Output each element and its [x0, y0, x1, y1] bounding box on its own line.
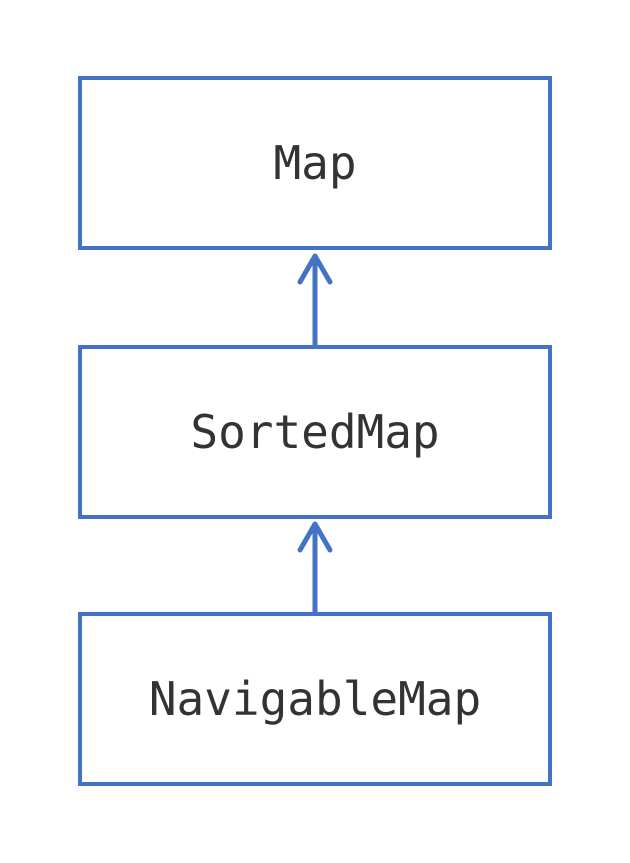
edge-navigablemap-to-sortedmap [297, 521, 333, 612]
node-map: Map [78, 76, 552, 250]
node-label: Map [273, 136, 357, 190]
node-sorted-map: SortedMap [78, 345, 552, 519]
arrowhead-icon [297, 253, 333, 285]
node-label: SortedMap [190, 405, 440, 459]
node-navigable-map: NavigableMap [78, 612, 552, 786]
node-label: NavigableMap [148, 672, 482, 726]
arrowhead-icon [297, 521, 333, 553]
edge-sortedmap-to-map [297, 253, 333, 345]
